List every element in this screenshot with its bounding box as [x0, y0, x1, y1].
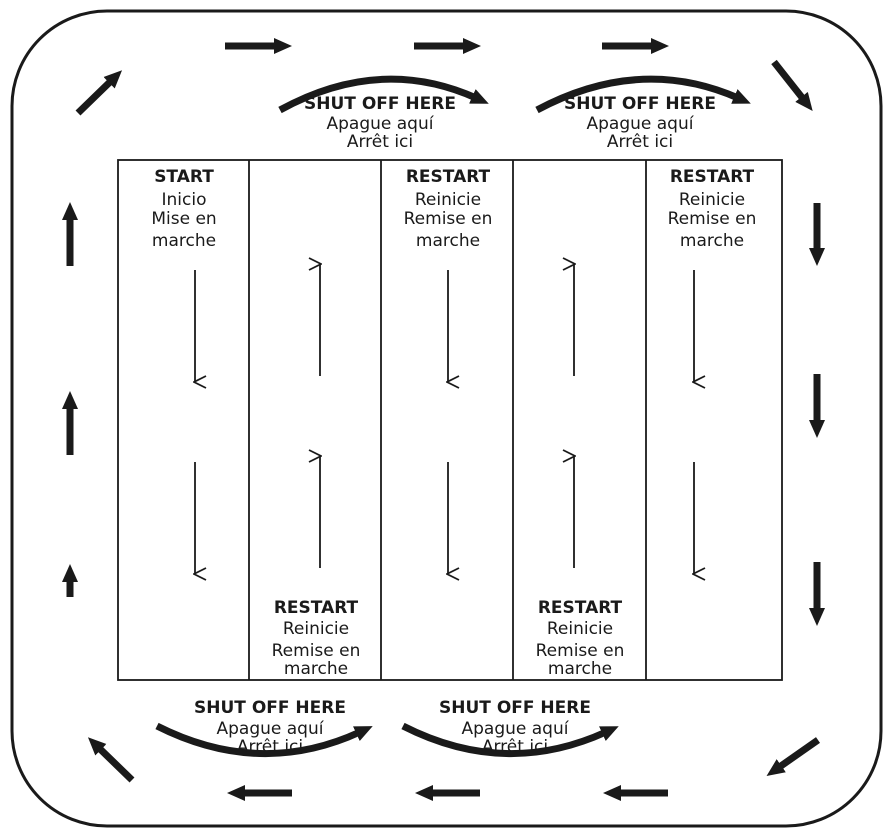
- diagonal-arrow-icon: [771, 59, 813, 111]
- shutoff-label-bottom-1: SHUT OFF HERE Apague aquí Arrêt ici: [194, 698, 346, 757]
- shutoff-label-top-2: SHUT OFF HERE Apague aquí Arrêt ici: [564, 94, 716, 152]
- shutoff-label-bottom-2: SHUT OFF HERE Apague aquí Arrêt ici: [439, 698, 591, 757]
- svg-text:SHUT OFF HERE: SHUT OFF HERE: [304, 94, 456, 114]
- svg-text:START: START: [154, 167, 214, 187]
- svg-text:Mise en: Mise en: [151, 209, 216, 229]
- lane-2-label: RESTART Reinicie Remise en marche: [272, 598, 361, 679]
- perimeter-arrows: [62, 38, 825, 801]
- svg-text:SHUT OFF HERE: SHUT OFF HERE: [564, 94, 716, 114]
- svg-text:Remise en: Remise en: [536, 641, 625, 661]
- svg-text:Reinicie: Reinicie: [679, 190, 745, 210]
- svg-text:Apague aquí: Apague aquí: [217, 719, 325, 739]
- svg-text:SHUT OFF HERE: SHUT OFF HERE: [439, 698, 591, 718]
- svg-text:marche: marche: [680, 231, 744, 251]
- lane-1-label: START Inicio Mise en marche: [151, 167, 216, 251]
- diagonal-arrow-icon: [766, 737, 821, 777]
- svg-text:Arrêt ici: Arrêt ici: [607, 132, 673, 152]
- svg-text:marche: marche: [416, 231, 480, 251]
- svg-text:SHUT OFF HERE: SHUT OFF HERE: [194, 698, 346, 718]
- lane-4-label: RESTART Reinicie Remise en marche: [536, 598, 625, 679]
- svg-text:marche: marche: [548, 659, 612, 679]
- svg-text:Apague aquí: Apague aquí: [327, 114, 435, 134]
- svg-text:Arrêt ici: Arrêt ici: [482, 737, 548, 757]
- lane-3-label: RESTART Reinicie Remise en marche: [404, 167, 493, 251]
- svg-text:RESTART: RESTART: [538, 598, 623, 618]
- shutoff-label-top-1: SHUT OFF HERE Apague aquí Arrêt ici: [304, 94, 456, 152]
- svg-text:Arrêt ici: Arrêt ici: [237, 737, 303, 757]
- svg-text:Inicio: Inicio: [162, 190, 207, 210]
- curved-arrow-icon: [278, 75, 489, 114]
- svg-text:Apague aquí: Apague aquí: [587, 114, 695, 134]
- svg-text:RESTART: RESTART: [406, 167, 491, 187]
- lanes-grid: [117, 159, 783, 681]
- svg-text:RESTART: RESTART: [670, 167, 755, 187]
- svg-text:Apague aquí: Apague aquí: [462, 719, 570, 739]
- svg-text:Reinicie: Reinicie: [283, 619, 349, 639]
- curved-arrow-icon: [401, 722, 619, 758]
- diagonal-arrow-icon: [75, 70, 123, 116]
- diagonal-arrow-icon: [87, 737, 135, 783]
- svg-text:Reinicie: Reinicie: [547, 619, 613, 639]
- svg-text:RESTART: RESTART: [274, 598, 359, 618]
- curved-arrow-icon: [535, 75, 751, 114]
- svg-text:Remise en: Remise en: [404, 209, 493, 229]
- svg-text:marche: marche: [152, 231, 216, 251]
- outer-boundary: [10, 9, 883, 828]
- lane-direction-arrows: [195, 264, 694, 574]
- svg-text:Arrêt ici: Arrêt ici: [347, 132, 413, 152]
- curved-arrow-icon: [155, 722, 373, 758]
- svg-text:Reinicie: Reinicie: [415, 190, 481, 210]
- svg-text:Remise en: Remise en: [272, 641, 361, 661]
- turn-arrows: [155, 75, 751, 758]
- lane-5-label: RESTART Reinicie Remise en marche: [668, 167, 757, 251]
- svg-text:marche: marche: [284, 659, 348, 679]
- svg-text:Remise en: Remise en: [668, 209, 757, 229]
